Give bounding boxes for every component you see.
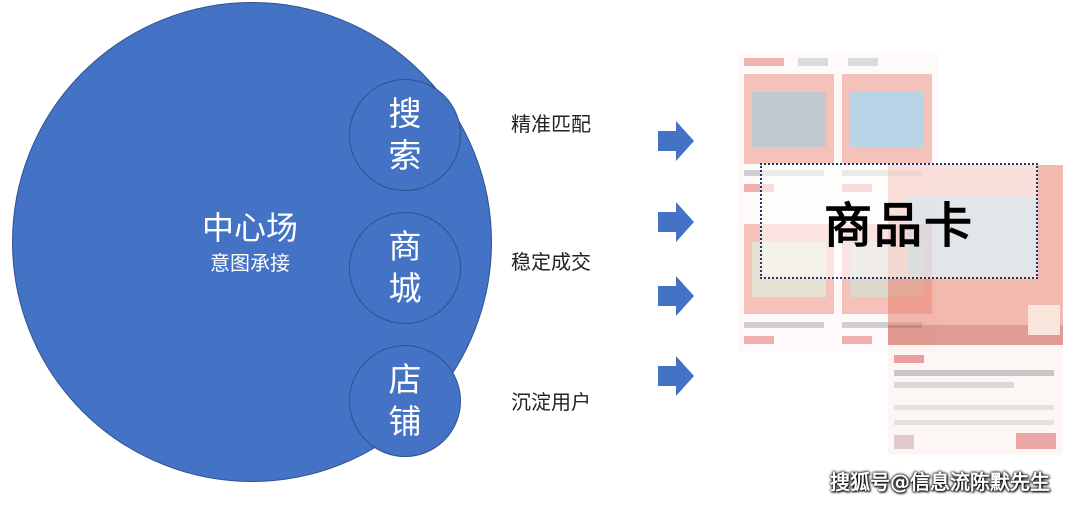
store-char-1: 店 — [388, 360, 422, 399]
search-char-2: 索 — [388, 136, 422, 175]
search-char-1: 搜 — [388, 94, 422, 133]
arrow-right-icon — [658, 121, 694, 161]
mall-char-2: 城 — [388, 269, 422, 308]
label-precise-match: 精准匹配 — [511, 112, 591, 136]
watermark: 搜狐号@信息流陈默先生 — [830, 470, 1050, 494]
arrow-right-icon — [658, 356, 694, 396]
product-card-label: 商品卡 — [823, 198, 974, 254]
label-retain-users: 沉淀用户 — [511, 390, 591, 414]
center-field-subtitle: 意图承接 — [210, 251, 290, 275]
center-field-title: 中心场 — [201, 209, 298, 247]
mall-circle: 商 城 — [349, 212, 461, 324]
mall-char-1: 商 — [388, 227, 422, 266]
store-circle: 店 铺 — [349, 345, 461, 457]
store-char-2: 铺 — [388, 402, 422, 441]
arrow-right-icon — [658, 276, 694, 316]
label-stable-deal: 稳定成交 — [511, 250, 591, 274]
arrow-right-icon — [658, 202, 694, 242]
product-card-box: 商品卡 — [760, 163, 1038, 279]
search-circle: 搜 索 — [349, 79, 461, 191]
